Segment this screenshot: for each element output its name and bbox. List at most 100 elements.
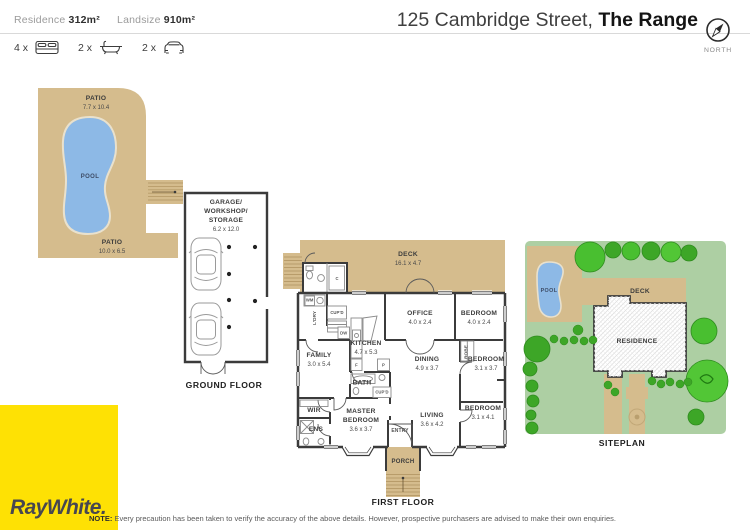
garage-label-2: WORKSHOP/ bbox=[204, 208, 248, 215]
patio-top-dims: 7.7 x 10.4 bbox=[83, 105, 110, 111]
car-icon bbox=[164, 41, 184, 54]
dining-dims: 4.9 x 3.7 bbox=[415, 366, 439, 372]
site-residence-hatch bbox=[594, 296, 686, 377]
dishwasher-label: DW bbox=[340, 331, 347, 336]
garage-walls bbox=[183, 191, 269, 364]
ground-floor-title: GROUND FLOOR bbox=[186, 380, 263, 390]
cupboard1-label: CUP'D bbox=[330, 310, 343, 315]
bed-count: 4 x bbox=[14, 41, 29, 54]
stairs-direction-arrow bbox=[152, 190, 177, 194]
robe-label: ROBE bbox=[463, 344, 469, 359]
disclaimer-note: NOTE: Every precaution has been taken to… bbox=[0, 514, 705, 523]
garage-label-3: STORAGE bbox=[209, 217, 244, 224]
deck-stairs-treads bbox=[284, 256, 302, 286]
garage-room bbox=[185, 193, 267, 362]
residence-value: 312m² bbox=[68, 14, 100, 26]
siteplan-title: SITEPLAN bbox=[599, 438, 646, 448]
note-label: NOTE: bbox=[89, 514, 113, 523]
kitchen-label: KITCHEN bbox=[350, 340, 381, 347]
street-address: 125 Cambridge Street, bbox=[396, 9, 599, 31]
pool-shape bbox=[61, 115, 118, 236]
garage-label-1: GARAGE/ bbox=[210, 199, 243, 206]
raywhite-logo: RayWhite. bbox=[0, 405, 118, 530]
suburb: The Range bbox=[598, 9, 698, 31]
master-label-1: MASTER bbox=[346, 408, 375, 415]
office-dims: 4.0 x 2.4 bbox=[408, 320, 432, 326]
bedroom1-label: BEDROOM bbox=[461, 310, 497, 317]
kitchen-dims: 4.7 x 5.3 bbox=[354, 350, 378, 356]
note-text: Every precaution has been taken to verif… bbox=[112, 514, 616, 523]
north-label: NORTH bbox=[703, 47, 733, 54]
living-dims: 3.6 x 4.2 bbox=[420, 422, 444, 428]
patio-bottom-dims: 10.0 x 6.5 bbox=[99, 249, 126, 255]
office-label: OFFICE bbox=[407, 310, 433, 317]
site-fountain-center bbox=[634, 414, 640, 420]
porch-arrow bbox=[401, 476, 405, 492]
bedroom3-dims: 3.1 x 4.1 bbox=[471, 415, 495, 421]
ground-floor-plan: PATIO 7.7 x 10.4 POOL PATIO 10.0 x 6.5 bbox=[38, 88, 270, 390]
pool-label: POOL bbox=[81, 174, 100, 180]
dining-label: DINING bbox=[415, 356, 440, 363]
bed-icon bbox=[35, 40, 59, 55]
page-title: 125 Cambridge Street, The Range bbox=[397, 9, 698, 32]
first-floor-title: FIRST FLOOR bbox=[372, 497, 435, 507]
wc-annex bbox=[302, 262, 348, 294]
bay-window bbox=[425, 444, 459, 457]
raywhite-logo-text: RayWhite. bbox=[10, 496, 107, 519]
bedroom2-label: BEDROOM bbox=[468, 356, 504, 363]
washing-machine-label: WM bbox=[306, 298, 314, 303]
door-swings bbox=[304, 252, 473, 448]
garage-dims: 6.2 x 12.0 bbox=[213, 227, 240, 233]
family-dims: 3.0 x 5.4 bbox=[307, 362, 331, 368]
siteplan: POOL DECK RESIDENCE SITEPLAN bbox=[522, 241, 729, 448]
header-divider bbox=[0, 33, 750, 34]
patio-shape bbox=[38, 88, 183, 258]
site-pool-shape bbox=[536, 261, 564, 318]
landsize-label: Landsize bbox=[117, 14, 161, 26]
landsize-value: 910m² bbox=[163, 14, 196, 26]
windows bbox=[295, 290, 508, 450]
site-pool-label: POOL bbox=[541, 288, 558, 294]
cupboard2-label: CUP'D bbox=[375, 390, 388, 395]
patio-top-label: PATIO bbox=[86, 95, 106, 102]
porch-shape bbox=[386, 447, 420, 471]
pantry-label: P bbox=[382, 363, 385, 368]
patio-bottom-label: PATIO bbox=[102, 239, 122, 246]
living-label: LIVING bbox=[420, 412, 443, 419]
bedroom3-label: BEDROOM bbox=[465, 405, 501, 412]
site-trees bbox=[522, 241, 729, 435]
compass: NORTH bbox=[698, 16, 738, 54]
compass-icon bbox=[706, 18, 730, 42]
first-floor-plan: C bbox=[283, 240, 508, 507]
bedroom2-dims: 3.1 x 3.7 bbox=[474, 366, 498, 372]
wir-label: WIR bbox=[307, 407, 321, 414]
site-deck-label: DECK bbox=[630, 288, 650, 295]
car-count: 2 x bbox=[142, 41, 157, 54]
patio-stairs bbox=[148, 182, 183, 201]
bath-icon bbox=[100, 40, 123, 55]
property-meta: Residence 312m² Landsize 910m² bbox=[14, 14, 209, 26]
garage-door-swing bbox=[200, 361, 226, 375]
wc-cupboard-label: C bbox=[335, 276, 338, 281]
ens-label: ENS bbox=[309, 426, 324, 433]
site-residence-label: RESIDENCE bbox=[617, 338, 658, 345]
feature-counts: 4 x 2 x 2 x bbox=[14, 40, 197, 55]
deck-dims: 16.1 x 4.7 bbox=[395, 261, 422, 267]
site-deck bbox=[582, 278, 686, 305]
garage-side-door bbox=[264, 297, 270, 309]
site-bushes bbox=[549, 324, 693, 397]
deck-label: DECK bbox=[398, 251, 418, 258]
fridge-label: F bbox=[355, 363, 358, 368]
master-dims: 3.6 x 3.7 bbox=[349, 427, 373, 433]
family-label: FAMILY bbox=[306, 352, 331, 359]
master-label-2: BEDROOM bbox=[343, 417, 379, 424]
bay-window bbox=[341, 444, 375, 457]
bath-label: BATH bbox=[353, 380, 372, 387]
porch-label: PORCH bbox=[392, 459, 415, 465]
entry-label: ENTRY bbox=[391, 428, 409, 434]
fixtures bbox=[299, 294, 475, 446]
bedroom1-dims: 4.0 x 2.4 bbox=[467, 320, 491, 326]
laundry-label: L'DRY bbox=[312, 310, 318, 325]
